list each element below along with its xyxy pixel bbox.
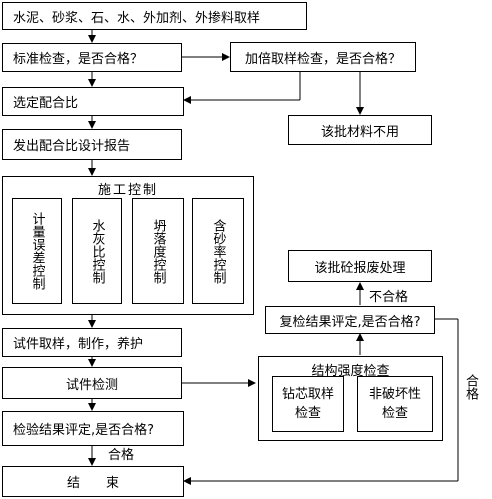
label-pass-right: 合格 [463, 374, 478, 400]
node-issue-report: 发出配合比设计报告 [2, 129, 182, 160]
label-pass-bottom: 合格 [108, 448, 135, 463]
node-recheck: 复检结果评定,是否合格? [265, 306, 435, 334]
construction-control-title: 施工控制 [97, 183, 158, 198]
node-nondestructive: 非破坏性检查 [357, 376, 433, 432]
node-materials: 水泥、砂浆、石、水、外加剂、外掺料取样 [2, 2, 307, 30]
node-double-sampling: 加倍取样检查，是否合格？ [230, 42, 416, 72]
node-batch-scrap: 该批砼报废处理 [288, 250, 432, 282]
node-ctrl-sand: 含砂率控制 [192, 198, 244, 304]
node-ctrl-metering: 计量误差控制 [12, 198, 62, 304]
label-not-pass: 不合格 [369, 290, 409, 305]
node-specimen-test: 试件检测 [2, 367, 182, 399]
node-test-eval: 检验结果评定,是否合格? [2, 411, 184, 446]
node-batch-unusable: 该批材料不用 [288, 115, 432, 145]
node-standard-check: 标准检查，是否合格？ [2, 43, 182, 72]
node-select-mix: 选定配合比 [2, 87, 184, 116]
node-ctrl-slump: 坍落度控制 [132, 198, 184, 304]
structural-check-title: 结构强度检查 [311, 364, 390, 379]
node-core-sampling: 钻芯取样检查 [272, 376, 344, 432]
node-ctrl-wcratio: 水灰比控制 [72, 198, 122, 304]
node-specimen: 试件取样，制作，养护 [2, 328, 182, 357]
node-end: 结 束 [2, 466, 184, 497]
